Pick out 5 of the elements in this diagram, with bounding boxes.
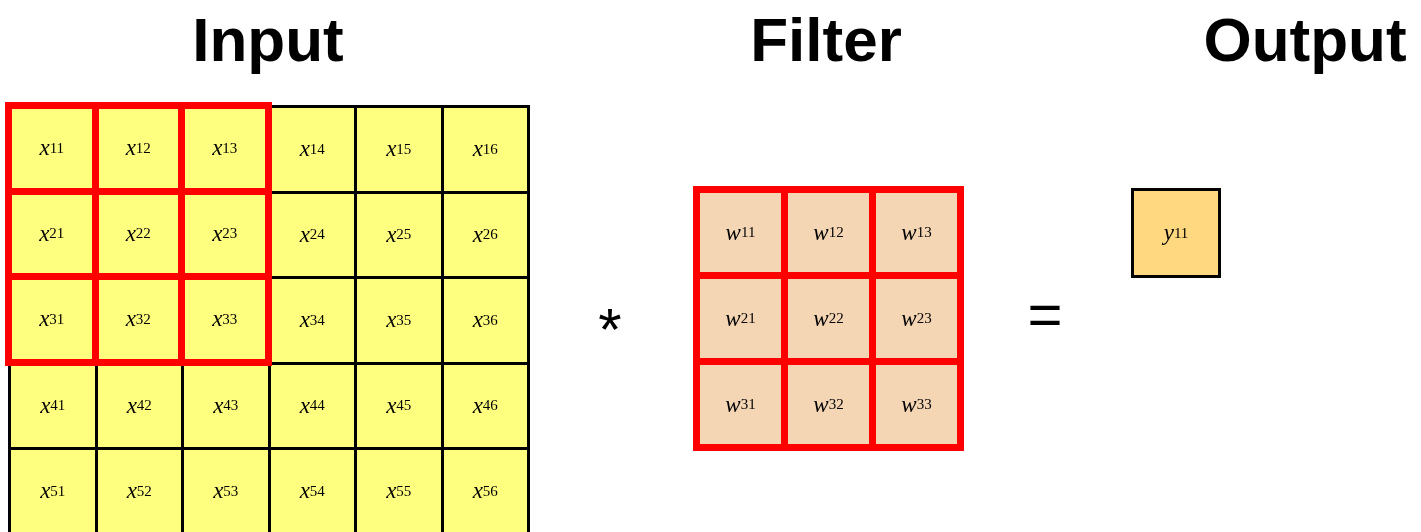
- operator-symbol: =: [1026, 285, 1064, 345]
- heading: Filter: [749, 5, 903, 75]
- heading: Input: [191, 5, 345, 75]
- heading: Output: [1202, 5, 1408, 75]
- operator-symbol: *: [597, 300, 623, 360]
